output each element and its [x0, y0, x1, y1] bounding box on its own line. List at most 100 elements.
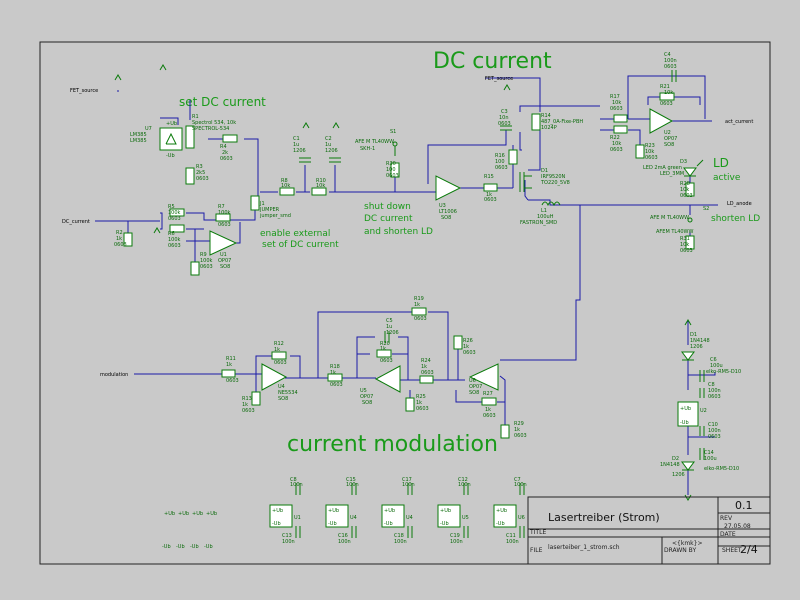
svg-text:R9: R9 — [200, 252, 207, 258]
r4-resistor: R4 2k 0603 — [220, 134, 238, 162]
active-note: active — [713, 173, 741, 183]
svg-text:+Ub: +Ub — [166, 121, 177, 127]
svg-text:10k: 10k — [680, 187, 689, 193]
svg-text:FASTRON_SMD: FASTRON_SMD — [520, 220, 557, 226]
svg-text:OP07: OP07 — [469, 384, 482, 390]
supply-module-cap-bottom-value: 100n — [282, 539, 295, 545]
r15-resistor: R15 1k 0603 — [483, 174, 498, 203]
supply-module-cap-bottom-value: 100n — [394, 539, 407, 545]
svg-text:1k: 1k — [226, 362, 232, 368]
svg-text:10k: 10k — [612, 141, 621, 147]
svg-text:R4: R4 — [220, 144, 227, 150]
dc-current-line-note: DC current — [364, 214, 413, 224]
svg-text:1u: 1u — [293, 142, 299, 148]
svg-text:R23: R23 — [645, 143, 655, 149]
svg-text:C1: C1 — [293, 136, 300, 142]
svg-text:+Ub: +Ub — [680, 406, 691, 412]
svg-text:R15: R15 — [484, 174, 494, 180]
shorten-ld-note: shorten LD — [711, 214, 760, 224]
u2-opamp: U2 OP07 SO8 — [649, 108, 677, 148]
svg-text:R11: R11 — [226, 356, 236, 362]
r2-resistor: R2 1k 0603 — [114, 230, 133, 248]
svg-text:0603: 0603 — [226, 378, 239, 384]
supply-module-cap-bottom-value: 100n — [450, 539, 463, 545]
svg-text:10k: 10k — [316, 183, 325, 189]
svg-text:LED 2mA green: LED 2mA green — [643, 165, 682, 171]
title-block-date: 27.05.08 — [724, 523, 751, 530]
svg-text:100k: 100k — [168, 237, 181, 243]
r11-resistor: R11 1k 0603 — [221, 356, 239, 384]
svg-text:100uH: 100uH — [537, 214, 554, 220]
svg-text:2k5: 2k5 — [196, 170, 205, 176]
svg-text:-Ub: -Ub — [162, 544, 171, 550]
svg-text:1N4148: 1N4148 — [690, 338, 710, 344]
c4-capacitor: C4 100n 0603 — [664, 52, 677, 82]
svg-text:L1: L1 — [541, 208, 547, 214]
svg-text:10k: 10k — [281, 183, 290, 189]
svg-text:C10: C10 — [708, 422, 718, 428]
svg-text:AFE M TL40WW: AFE M TL40WW — [355, 139, 394, 145]
svg-text:U5: U5 — [360, 388, 367, 394]
r29-resistor: R29 1k 0603 — [500, 421, 527, 439]
svg-text:SO8: SO8 — [278, 396, 288, 402]
c10-capacitor: C10 100n 0603 — [699, 422, 721, 440]
svg-text:OP07: OP07 — [218, 258, 231, 264]
svg-text:10n: 10n — [499, 115, 509, 121]
svg-text:0603: 0603 — [114, 242, 127, 248]
c2-capacitor: C2 1u 1206 — [325, 136, 341, 163]
svg-text:1206: 1206 — [672, 472, 685, 478]
svg-text:SO8: SO8 — [469, 390, 479, 396]
svg-text:D1: D1 — [690, 332, 697, 338]
svg-text:DRAWN BY: DRAWN BY — [664, 547, 696, 554]
svg-text:FILE: FILE — [530, 547, 543, 554]
svg-text:SO8: SO8 — [664, 142, 674, 148]
svg-text:1k: 1k — [330, 370, 336, 376]
svg-text:SKH-1: SKH-1 — [360, 146, 375, 152]
l1-inductor: L1 100uH FASTRON_SMD — [520, 201, 561, 226]
svg-text:U2: U2 — [664, 130, 671, 136]
svg-text:100n: 100n — [708, 388, 721, 394]
svg-text:R17: R17 — [610, 94, 620, 100]
svg-text:S1: S1 — [390, 129, 396, 135]
c3-capacitor: C3 10n 0603 — [498, 109, 512, 131]
svg-text:R14: R14 — [541, 113, 551, 119]
svg-text:0603: 0603 — [421, 370, 434, 376]
svg-text:R12: R12 — [274, 341, 284, 347]
svg-text:C5: C5 — [386, 318, 393, 324]
supply-module-cap-top-label: C17 — [402, 477, 412, 483]
enable-external-note: enable external — [260, 229, 330, 239]
svg-text:1k: 1k — [485, 407, 491, 413]
svg-text:R2: R2 — [116, 230, 123, 236]
svg-text:D3: D3 — [680, 159, 687, 165]
svg-text:U2: U2 — [700, 408, 707, 414]
svg-text:100n: 100n — [664, 58, 677, 64]
svg-text:SHEET: SHEET — [722, 547, 742, 554]
svg-text:R19: R19 — [414, 296, 424, 302]
svg-text:0603: 0603 — [610, 147, 623, 153]
svg-text:100k: 100k — [168, 210, 181, 216]
current-modulation-heading: current modulation — [287, 432, 498, 457]
svg-text:0603: 0603 — [463, 350, 476, 356]
svg-text:R20: R20 — [380, 341, 390, 347]
svg-text:-Ub: -Ub — [680, 420, 689, 426]
r22-resistor: R22 10k 0603 — [610, 125, 628, 153]
supply-module-cap-top-value: 100n — [346, 482, 359, 488]
svg-text:0603: 0603 — [242, 408, 255, 414]
r28-resistor: R28 10k 0603 — [680, 181, 695, 199]
svg-text:R6: R6 — [168, 231, 175, 237]
shut-down-note: shut down — [364, 202, 411, 212]
supply-module-minus: -Ub — [272, 521, 281, 527]
r21-resistor: R21 10k 0603 — [659, 84, 675, 107]
d1-mosfet: D1 IRF9520N TO220_5V8 — [519, 168, 570, 192]
svg-text:R5: R5 — [168, 204, 175, 210]
svg-text:U4: U4 — [278, 384, 285, 390]
supply-module-plus: +Ub — [440, 508, 451, 514]
svg-text:IRF9520N: IRF9520N — [541, 174, 566, 180]
supply-module-cap-bottom-label: C13 — [282, 533, 292, 539]
title-block-sheet: 2/4 — [740, 543, 758, 556]
supply-module-ic — [437, 504, 461, 528]
u1-opamp: U1 OP07 SO8 — [209, 230, 238, 270]
